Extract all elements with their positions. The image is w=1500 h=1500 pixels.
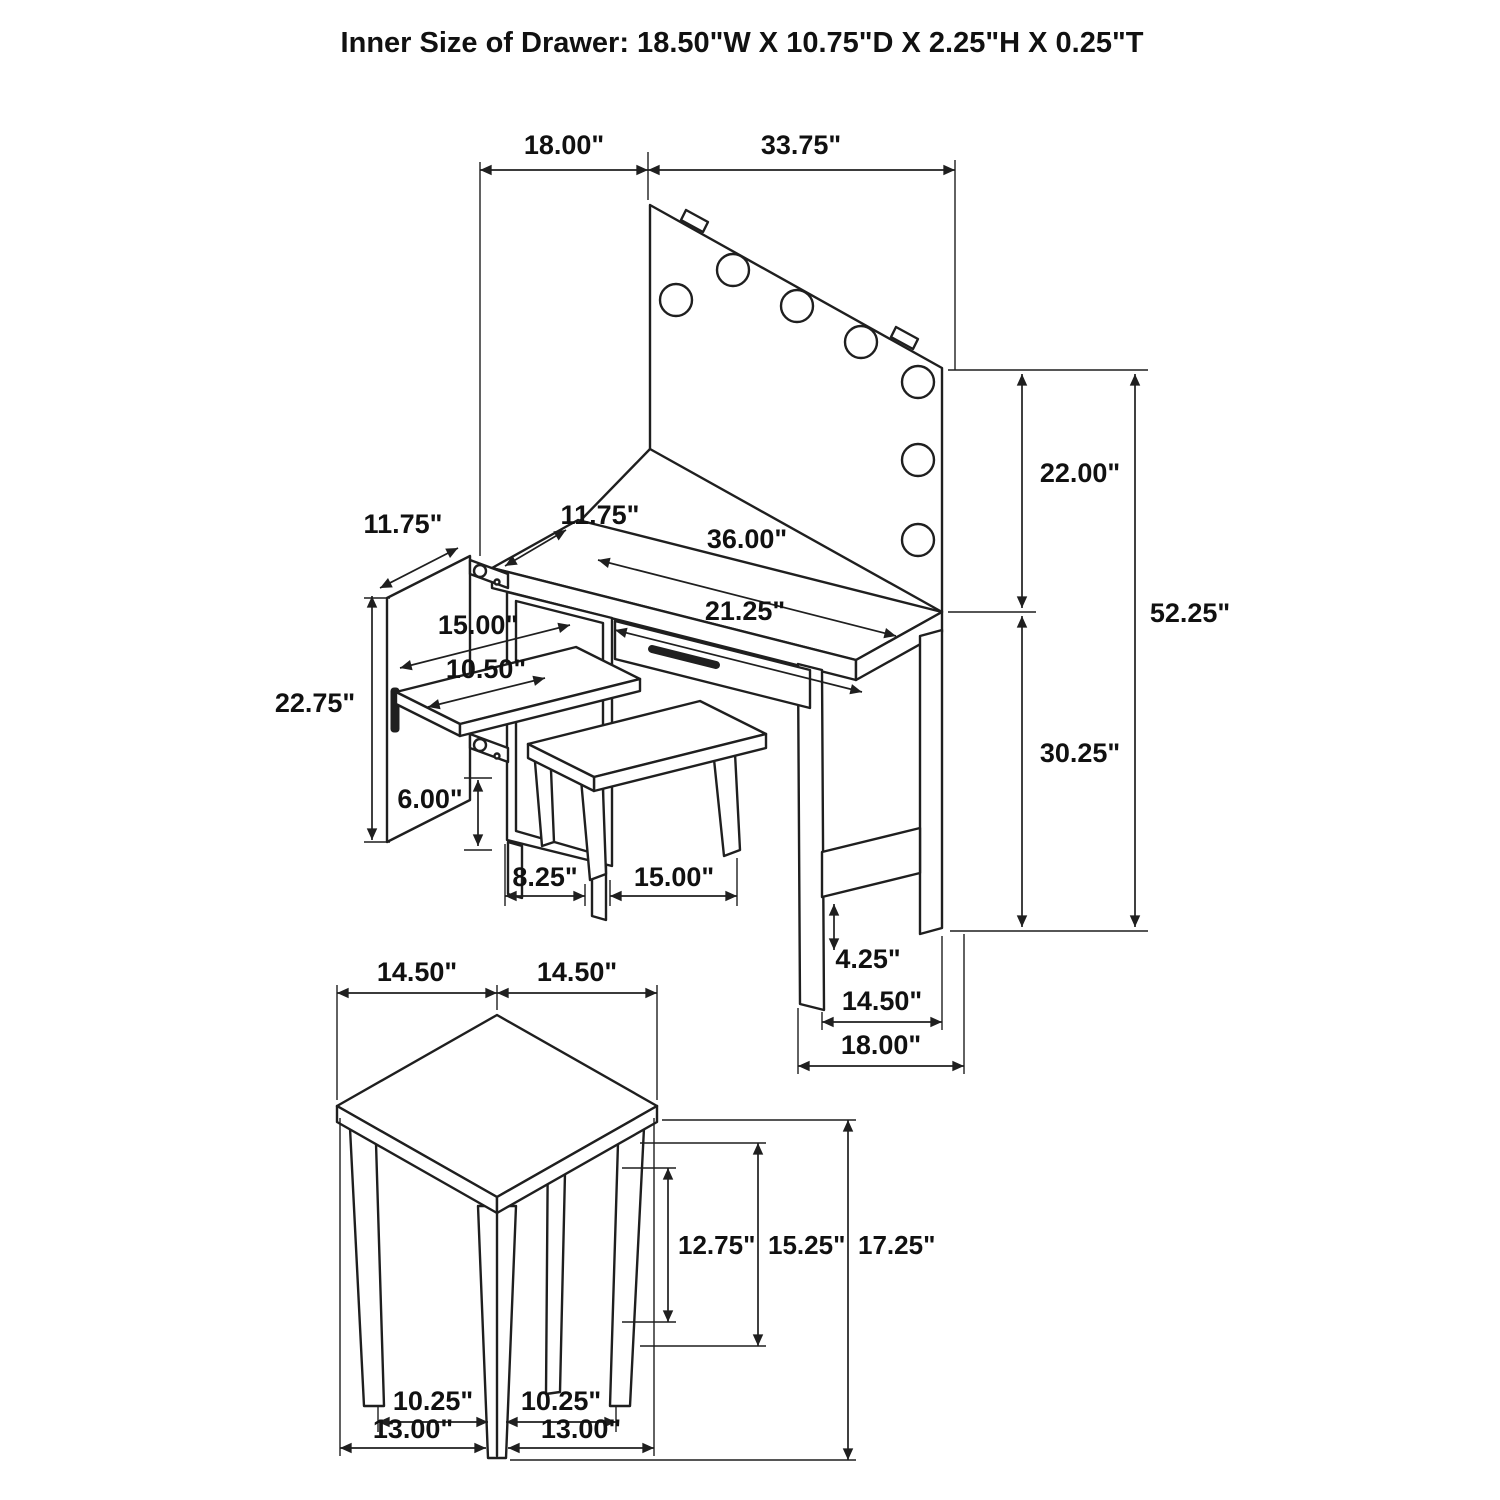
dimension-labels: Inner Size of Drawer: 18.50"W X 10.75"D …	[275, 27, 1230, 1444]
light-bulb-icon	[900, 442, 936, 478]
dim-label-shelf-clearance: 6.00"	[397, 784, 462, 814]
dim-label-stool-total-height: 17.25"	[858, 1230, 935, 1260]
light-bulb-icon	[900, 522, 936, 558]
dim-label-mirror-width: 33.75"	[761, 130, 841, 160]
dim-label-seat-right: 14.50"	[537, 957, 617, 987]
dim-label-top-left-width: 18.00"	[524, 130, 604, 160]
dim-label-door-height: 22.75"	[275, 688, 355, 718]
dim-label-stool-leg-right: 10.25"	[521, 1386, 601, 1416]
front-right-leg	[796, 662, 826, 1012]
dim-label-door-depth: 11.75"	[364, 509, 443, 539]
mirror-bracket-icon	[889, 325, 920, 351]
page-title: Inner Size of Drawer: 18.50"W X 10.75"D …	[341, 27, 1144, 59]
light-bulb-icon	[843, 324, 879, 360]
door-hinge-icon	[493, 752, 501, 760]
light-bulb-icon	[715, 252, 751, 288]
dim-label-stool-offset: 8.25"	[512, 862, 577, 892]
dim-label-shelf-width: 15.00"	[438, 610, 518, 640]
dim-label-leg-spacing: 14.50"	[842, 986, 922, 1016]
door-hinge-icon	[472, 563, 488, 579]
stool-seat-edge	[526, 742, 596, 793]
vanity-mirror	[578, 203, 944, 614]
dim-label-seat-left: 14.50"	[377, 957, 457, 987]
dimension-lines	[337, 164, 1141, 1460]
light-bulb-icon	[658, 282, 694, 318]
stool-seat-right-face	[495, 1104, 659, 1215]
dim-label-shelf-opening: 10.50"	[446, 654, 526, 684]
mirror-bracket-icon	[679, 208, 710, 234]
light-bulb-icon	[779, 288, 815, 324]
dim-label-stool-base-right: 13.00"	[541, 1414, 621, 1444]
dim-label-stool-leg-left: 10.25"	[393, 1386, 473, 1416]
dim-label-drawer-width: 21.25"	[705, 596, 785, 626]
side-stretcher	[820, 826, 922, 899]
dim-label-mirror-height: 22.00"	[1040, 458, 1120, 488]
stool-left-leg	[348, 1126, 386, 1408]
back-right-leg	[918, 628, 944, 936]
mirror-support-line	[578, 447, 652, 523]
dim-label-desk-height: 30.25"	[1040, 738, 1120, 768]
door-hinge-icon	[472, 737, 488, 753]
stool-drawing	[335, 1013, 659, 1460]
dim-label-stool-base-left: 13.00"	[373, 1414, 453, 1444]
dim-label-stool-inner-height: 12.75"	[678, 1230, 755, 1260]
extension-lines	[336, 152, 1148, 1461]
stool-seat-top	[335, 1013, 659, 1199]
dim-label-stool-seat-height: 15.25"	[768, 1230, 845, 1260]
dim-label-desk-depth: 11.75"	[561, 500, 640, 530]
stool-right-leg	[608, 1126, 646, 1408]
dim-label-stool-width: 15.00"	[634, 862, 714, 892]
door-hinge-icon	[493, 578, 501, 586]
dim-label-total-height: 52.25"	[1150, 598, 1230, 628]
stool-under-desk	[526, 699, 768, 882]
dim-label-side-width: 18.00"	[841, 1030, 921, 1060]
dim-label-desktop-width: 36.00"	[707, 524, 787, 554]
light-bulb-icon	[900, 364, 936, 400]
dim-label-stretcher-height: 4.25"	[835, 944, 900, 974]
